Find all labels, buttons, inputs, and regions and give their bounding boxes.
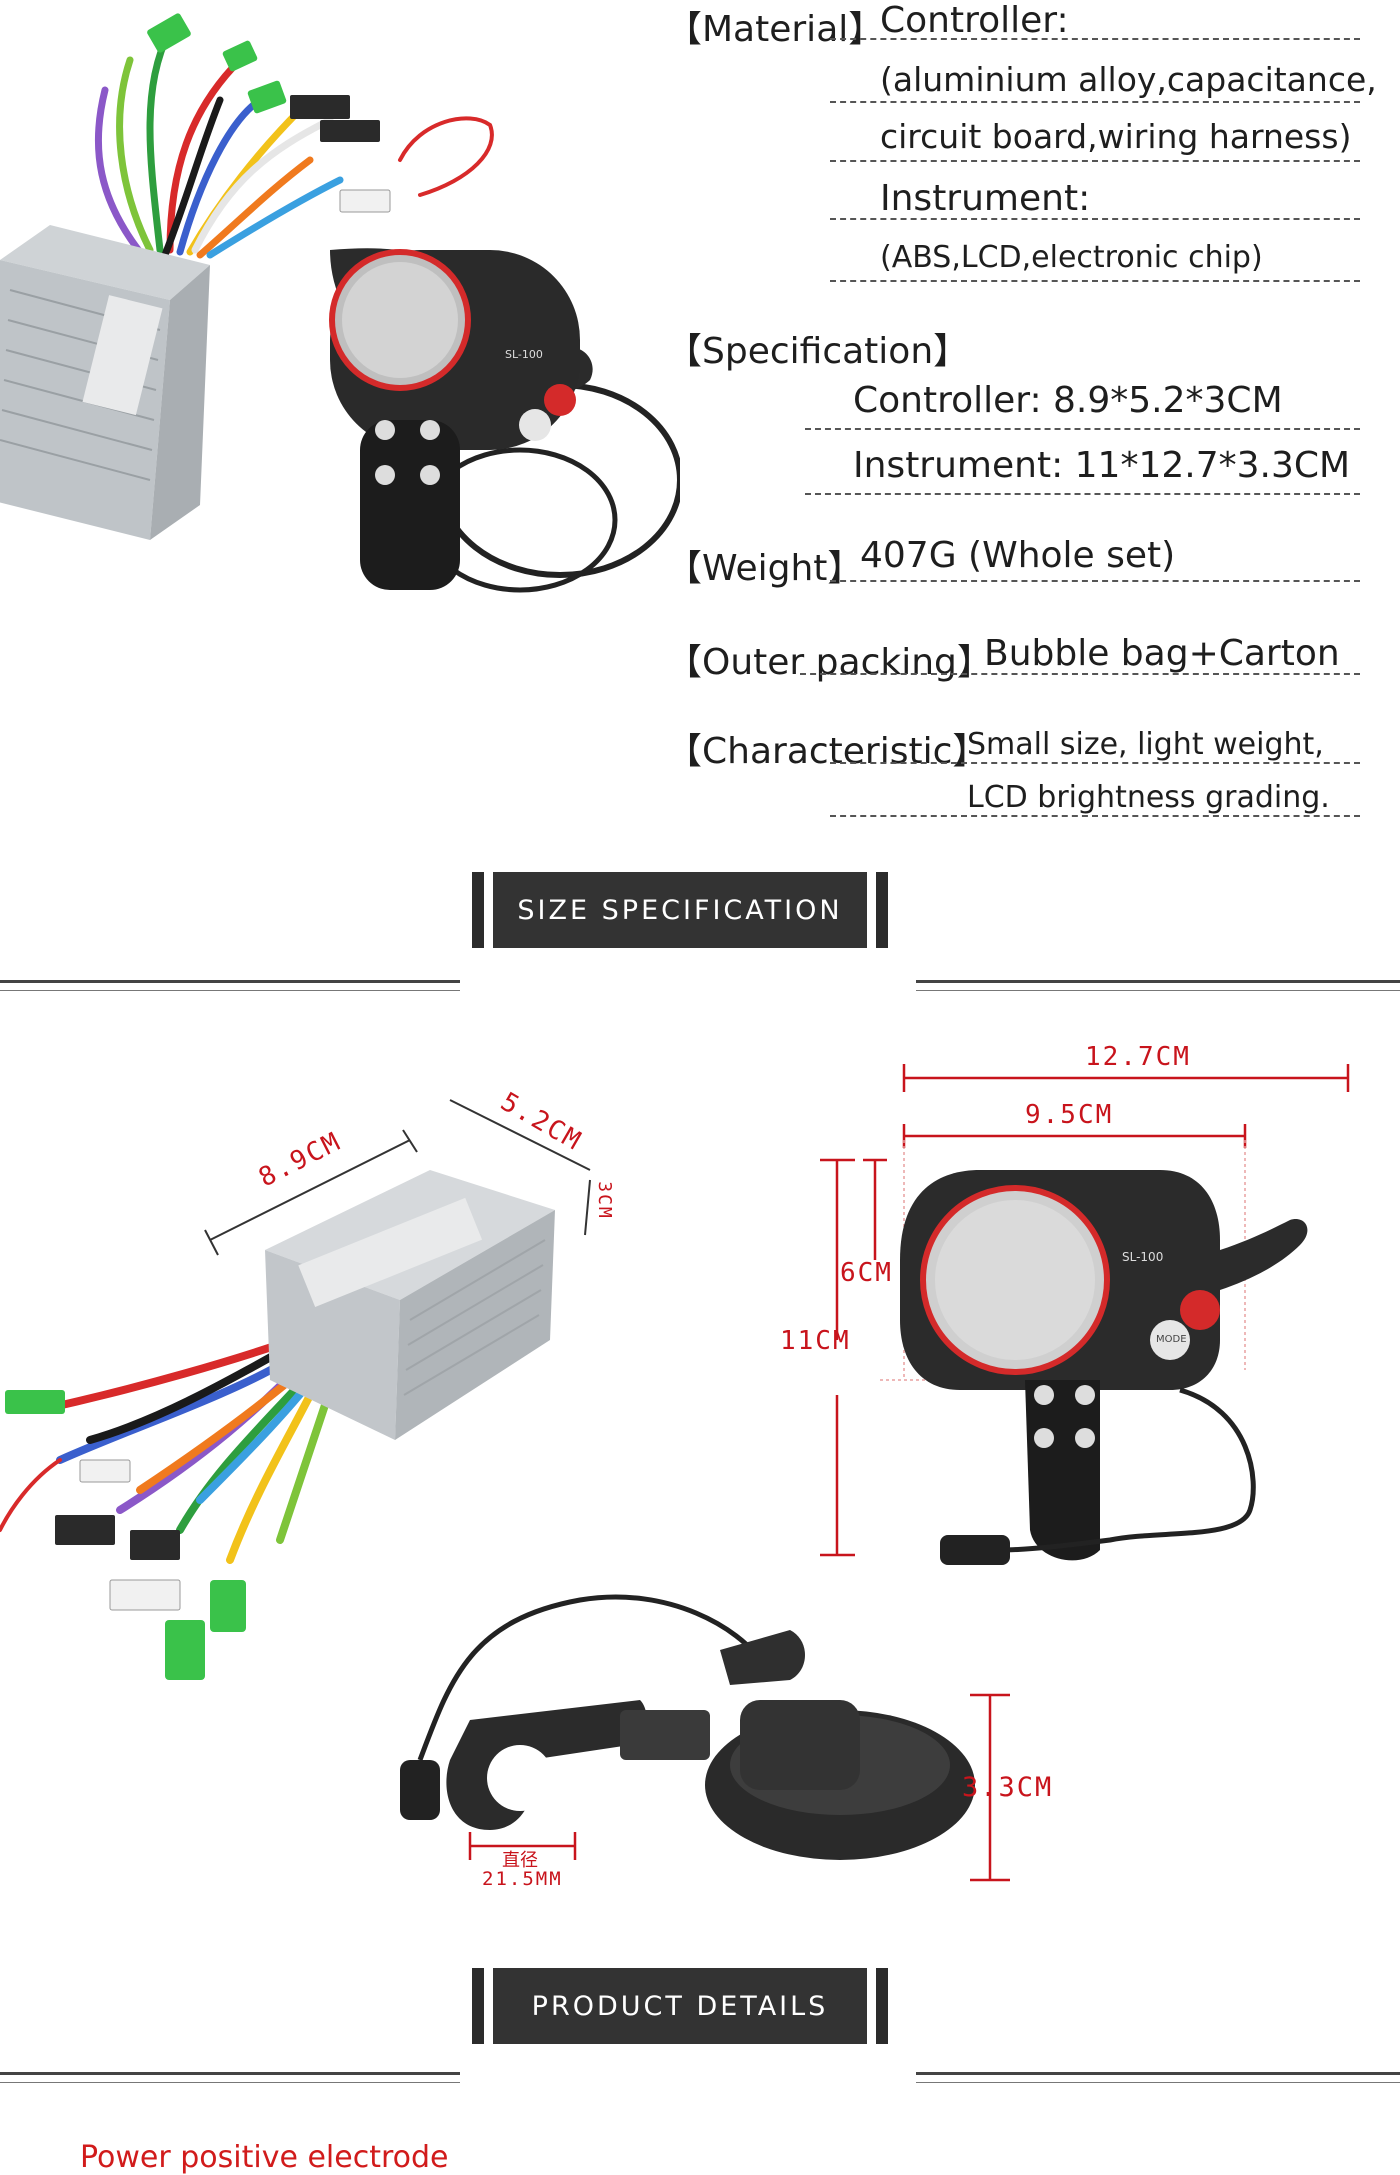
dashed-rule	[830, 762, 1360, 764]
divider-left-thin	[0, 990, 460, 991]
controller-dimension-photo	[0, 1099, 591, 1680]
product-photo-top	[0, 13, 680, 593]
divider-left-thin	[0, 2082, 460, 2083]
dashed-rule	[805, 428, 1360, 430]
instrument-label: Instrument:	[880, 178, 1091, 219]
controller-height-label: 3CM	[593, 1181, 615, 1220]
controller-material-2: circuit board,wiring harness)	[880, 117, 1352, 156]
display-total-height-label: 11CM	[780, 1326, 851, 1356]
divider-left	[0, 2072, 460, 2075]
divider-left	[0, 980, 460, 983]
device-model-label: SL-100	[505, 348, 543, 361]
characteristic-value-1: Small size, light weight,	[967, 727, 1324, 762]
weight-value: 407G (Whole set)	[860, 535, 1176, 576]
product-details-title: PRODUCT DETAILS	[493, 1968, 867, 2044]
display-face-height-label: 6CM	[840, 1258, 893, 1288]
dashed-rule	[830, 280, 1360, 282]
dashed-rule	[805, 493, 1360, 495]
controller-label: Controller:	[880, 0, 1069, 41]
display-total-width-label: 12.7CM	[1085, 1042, 1191, 1072]
mode-button-label: MODE	[1156, 1334, 1187, 1345]
instrument-material: (ABS,LCD,electronic chip)	[880, 240, 1263, 275]
dashed-rule	[830, 160, 1360, 162]
banner-bar-right	[876, 872, 888, 948]
banner-bar-left	[472, 872, 484, 948]
dashed-rule	[830, 218, 1360, 220]
weight-label: 【Weight】	[666, 548, 864, 589]
divider-right	[916, 2072, 1400, 2075]
dashed-rule	[830, 580, 1360, 582]
display-dimension-photo	[820, 1064, 1350, 1565]
characteristic-value-2: LCD brightness grading.	[967, 780, 1330, 815]
divider-right	[916, 980, 1400, 983]
material-label: 【Material】	[666, 9, 885, 50]
characteristic-label: 【Characteristic】	[666, 731, 989, 772]
divider-right-thin	[916, 2082, 1400, 2083]
outer-packing-value: Bubble bag+Carton	[984, 633, 1340, 674]
outer-packing-label: 【Outer packing】	[666, 642, 993, 683]
specification-label: 【Specification】	[666, 331, 970, 372]
display-model-label: SL-100	[1122, 1250, 1164, 1264]
size-specification-title: SIZE SPECIFICATION	[493, 872, 867, 948]
banner-bar-right	[876, 1968, 888, 2044]
dashed-rule	[800, 673, 1360, 675]
display-face-width-label: 9.5CM	[1025, 1100, 1114, 1130]
spec-instrument: Instrument: 11*12.7*3.3CM	[853, 445, 1351, 486]
display-depth-label: 3.3CM	[962, 1772, 1054, 1803]
dashed-rule	[830, 101, 1360, 103]
dashed-rule	[830, 815, 1360, 817]
clamp-diameter-cn-label: 直径	[502, 1850, 538, 1871]
spec-controller: Controller: 8.9*5.2*3CM	[853, 380, 1283, 421]
banner-bar-left	[472, 1968, 484, 2044]
display-side-photo	[400, 1594, 1010, 1882]
clamp-diameter-label: 21.5MM	[482, 1868, 563, 1890]
dashed-rule	[830, 38, 1360, 40]
controller-material-1: (aluminium alloy,capacitance,	[880, 60, 1377, 99]
divider-right-thin	[916, 990, 1400, 991]
